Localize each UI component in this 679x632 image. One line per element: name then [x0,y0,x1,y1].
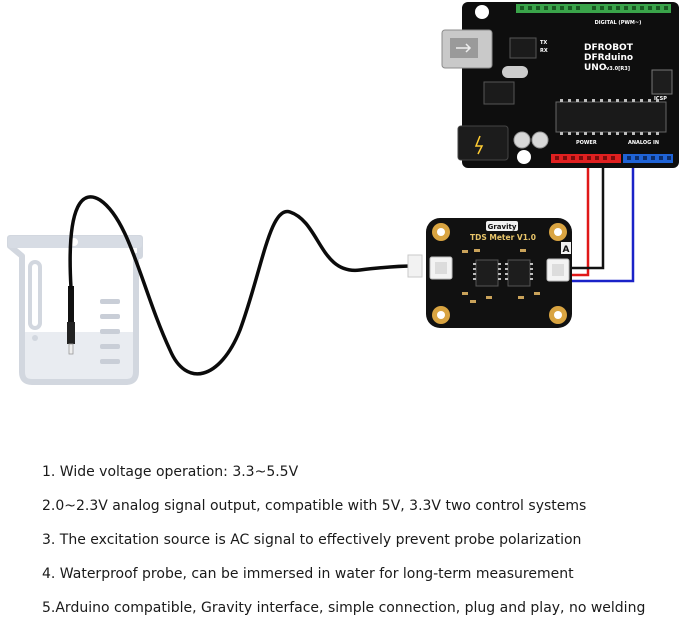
arduino-version-label: v3.0[R3] [606,66,630,72]
feature-list: 1. Wide voltage operation: 3.3~5.5V 2.0~… [42,462,672,632]
tds-title-label: TDS Meter V1.0 [470,233,536,242]
rx-label: RX [540,48,548,54]
icsp-label: ICSP [654,96,667,102]
power-header-label: POWER [576,140,597,146]
digital-header-label: DIGITAL (PWM~) [595,20,642,26]
feature-item-ac-excitation: 3. The excitation source is AC signal to… [42,532,582,548]
arduino-brand-line1: DFROBOT [584,43,634,53]
connection-diagram: Gravity TDS Meter V1.0 A [7,2,679,385]
tds-marker-label: A [563,245,570,255]
wire-blue [572,160,635,283]
analog-header-label: ANALOG IN [628,140,659,146]
beaker [7,235,143,385]
tx-label: TX [540,40,547,46]
wire-black [572,160,605,270]
feature-item-analog-output: 2.0~2.3V analog signal output, compatibl… [42,498,587,514]
arduino-model-label: UNO [584,63,607,73]
feature-item-waterproof-probe: 4. Waterproof probe, can be immersed in … [42,566,574,582]
arduino-brand-line2: DFRduino [584,53,633,63]
signal-wires [572,160,635,283]
tds-probe [67,286,75,355]
feature-item-voltage: 1. Wide voltage operation: 3.3~5.5V [42,464,299,480]
tds-brand-label: Gravity [488,223,517,231]
probe-cable [68,195,415,376]
feature-item-arduino-compatible: 5.Arduino compatible, Gravity interface,… [42,600,646,616]
tds-meter-board: Gravity TDS Meter V1.0 A [426,218,572,328]
wire-red [572,160,590,277]
arduino-uno-board: DIGITAL (PWM~) TX RX DFROBOT DFRduino UN… [441,2,679,168]
